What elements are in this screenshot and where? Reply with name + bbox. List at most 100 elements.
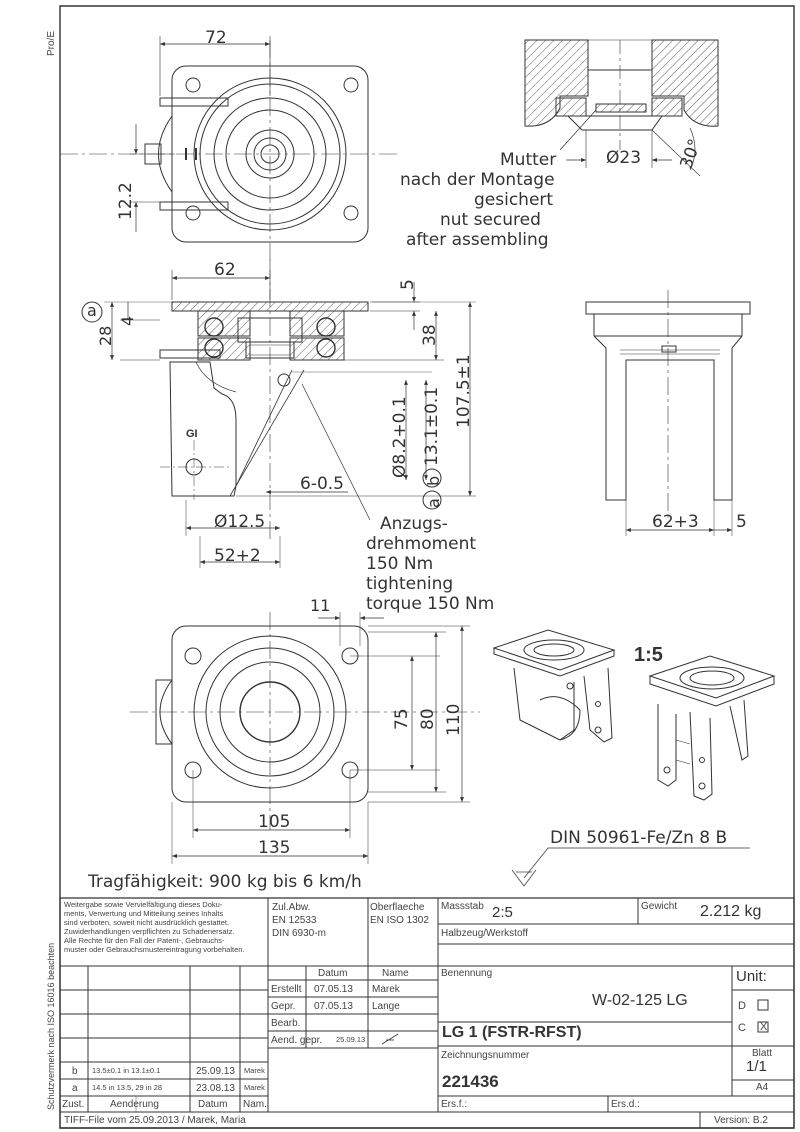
massstab-value: 2:5 [492, 904, 513, 921]
blatt-label: Blatt [752, 1048, 773, 1059]
halbzeug-label: Halbzeug/Werkstoff [441, 928, 528, 939]
side-view [82, 260, 476, 568]
part-name: LG 1 (FSTR-RFST) [442, 1024, 582, 1041]
version: Version: B.2 [714, 1115, 768, 1126]
datum-header: Datum [318, 968, 348, 979]
detail-note-4: nut secured [440, 210, 541, 230]
unit-c: C [738, 1022, 746, 1034]
detail-dia-23: Ø23 [606, 148, 642, 168]
aend-date: 25.09.13 [336, 1035, 366, 1044]
legal-5: Alle Rechte für den Fall der Patent-, Ge… [64, 936, 225, 945]
format: A4 [756, 1082, 769, 1093]
col-nam: Nam. [243, 1099, 267, 1110]
dim-80: 80 [418, 708, 438, 730]
detail-note-5: after assembling [406, 230, 549, 250]
blatt-value: 1/1 [746, 1058, 767, 1075]
dim-12-2: 12.2 [116, 182, 136, 220]
gi-mark: GI [186, 428, 198, 440]
dim-13-1: 13.1±0.1 [422, 386, 442, 466]
legal-6: muster oder Gebrauchsmustereintragung vo… [64, 945, 245, 954]
iso-scale: 1:5 [634, 644, 663, 666]
unit-label: Unit: [736, 968, 767, 985]
benennung-label: Benennung [441, 968, 493, 979]
bottom-view [130, 612, 480, 864]
top-view [60, 36, 400, 262]
erstellt-label: Erstellt [271, 984, 302, 995]
protection-note: Schutzvermerk nach ISO 16016 beachten [46, 942, 56, 1110]
dim-4: 4 [118, 315, 137, 326]
torque-5: torque 150 Nm [366, 594, 495, 614]
legal-3: sind verboten, soweit nicht ausdrücklich… [64, 918, 230, 927]
footer-tiff: TIFF-File vom 25.09.2013 / Marek, Maria [64, 1115, 246, 1126]
rev-a-name: Marek [244, 1083, 265, 1092]
proe-label: Pro/E [46, 30, 57, 56]
iso-view-2 [650, 656, 774, 800]
zeichnungsnummer-label: Zeichnungsnummer [441, 1050, 530, 1061]
torque-2: drehmoment [366, 534, 477, 554]
rev-b-label: b [72, 1066, 78, 1077]
oberflaeche: Oberflaeche [370, 902, 425, 913]
col-zust: Zust. [62, 1099, 85, 1110]
din-note: DIN 50961-Fe/Zn 8 B [550, 828, 728, 848]
unit-d: D [738, 1000, 746, 1012]
massstab-label: Massstab [441, 901, 484, 912]
torque-3: 150 Nm [366, 554, 434, 574]
dim-6-0-5: 6-0.5 [300, 474, 344, 494]
zul-abw: Zul.Abw. [272, 902, 311, 913]
gewicht-value: 2.212 kg [700, 903, 762, 920]
dim-5-side: 5 [398, 279, 418, 290]
detail-note-2: nach der Montage [400, 170, 555, 190]
aend-label: Aend. gepr. [271, 1035, 323, 1046]
rev-a-text: 14.5 in 13.5, 29 in 28 [92, 1083, 163, 1092]
en-12533: EN 12533 [272, 915, 317, 926]
iso-view-1 [494, 630, 614, 742]
dim-135: 135 [258, 838, 291, 858]
gepr-label: Gepr. [271, 1001, 296, 1012]
dim-62: 62 [214, 260, 236, 280]
unit-c-checked: X [760, 1021, 768, 1033]
torque-4: tightening [366, 574, 454, 594]
col-datum: Datum [198, 1099, 228, 1110]
en-iso-1302: EN ISO 1302 [370, 915, 429, 926]
marker-a-left: a [87, 301, 97, 320]
ers-d: Ers.d.: [611, 1099, 640, 1110]
dim-110: 110 [444, 703, 464, 736]
dim-52-2: 52+2 [214, 546, 261, 566]
dim-11: 11 [310, 596, 331, 615]
name-header: Name [382, 968, 409, 979]
rev-b-text: 13.5±0.1 in 13.1±0.1 [92, 1066, 161, 1075]
legal-2: ments, Verwertung und Mitteilung seines … [64, 909, 224, 918]
dim-8-2: Ø8.2+0.1 [390, 396, 410, 478]
gepr-name: Lange [372, 1001, 400, 1012]
erstellt-date: 07.05.13 [314, 984, 353, 995]
rev-a-label: a [72, 1083, 78, 1094]
legal-4: Zuwiderhandlungen verpflichten zu Schade… [64, 927, 235, 936]
dim-72: 72 [205, 28, 227, 48]
title-block-grid [60, 898, 794, 1128]
rev-b-name: Marek [244, 1066, 265, 1075]
detail-note-3: gesichert [474, 190, 554, 210]
detail-view [525, 40, 718, 176]
rev-a-date: 23.08.13 [196, 1083, 235, 1094]
erstellt-name: Marek [372, 984, 400, 995]
marker-b: b [424, 475, 443, 486]
marker-a: a [424, 498, 443, 508]
capacity-note: Tragfähigkeit: 900 kg bis 6 km/h [88, 872, 362, 892]
part-code: W-02-125 LG [592, 992, 688, 1009]
front-view [586, 290, 750, 536]
dim-62-3: 62+3 [652, 512, 699, 532]
col-aenderung: Aenderung [110, 1099, 159, 1110]
din-6930: DIN 6930-m [272, 928, 326, 939]
dim-105: 105 [258, 812, 291, 832]
dim-75: 75 [392, 708, 412, 730]
dim-38: 38 [420, 324, 440, 346]
drawing-number: 221436 [442, 1072, 499, 1091]
dim-28: 28 [96, 325, 115, 346]
bearb-label: Bearb. [271, 1018, 301, 1029]
ers-f: Ers.f.: [441, 1099, 468, 1110]
torque-1: Anzugs- [380, 514, 448, 534]
rev-b-date: 25.09.13 [196, 1066, 235, 1077]
dim-5-front: 5 [736, 512, 747, 532]
